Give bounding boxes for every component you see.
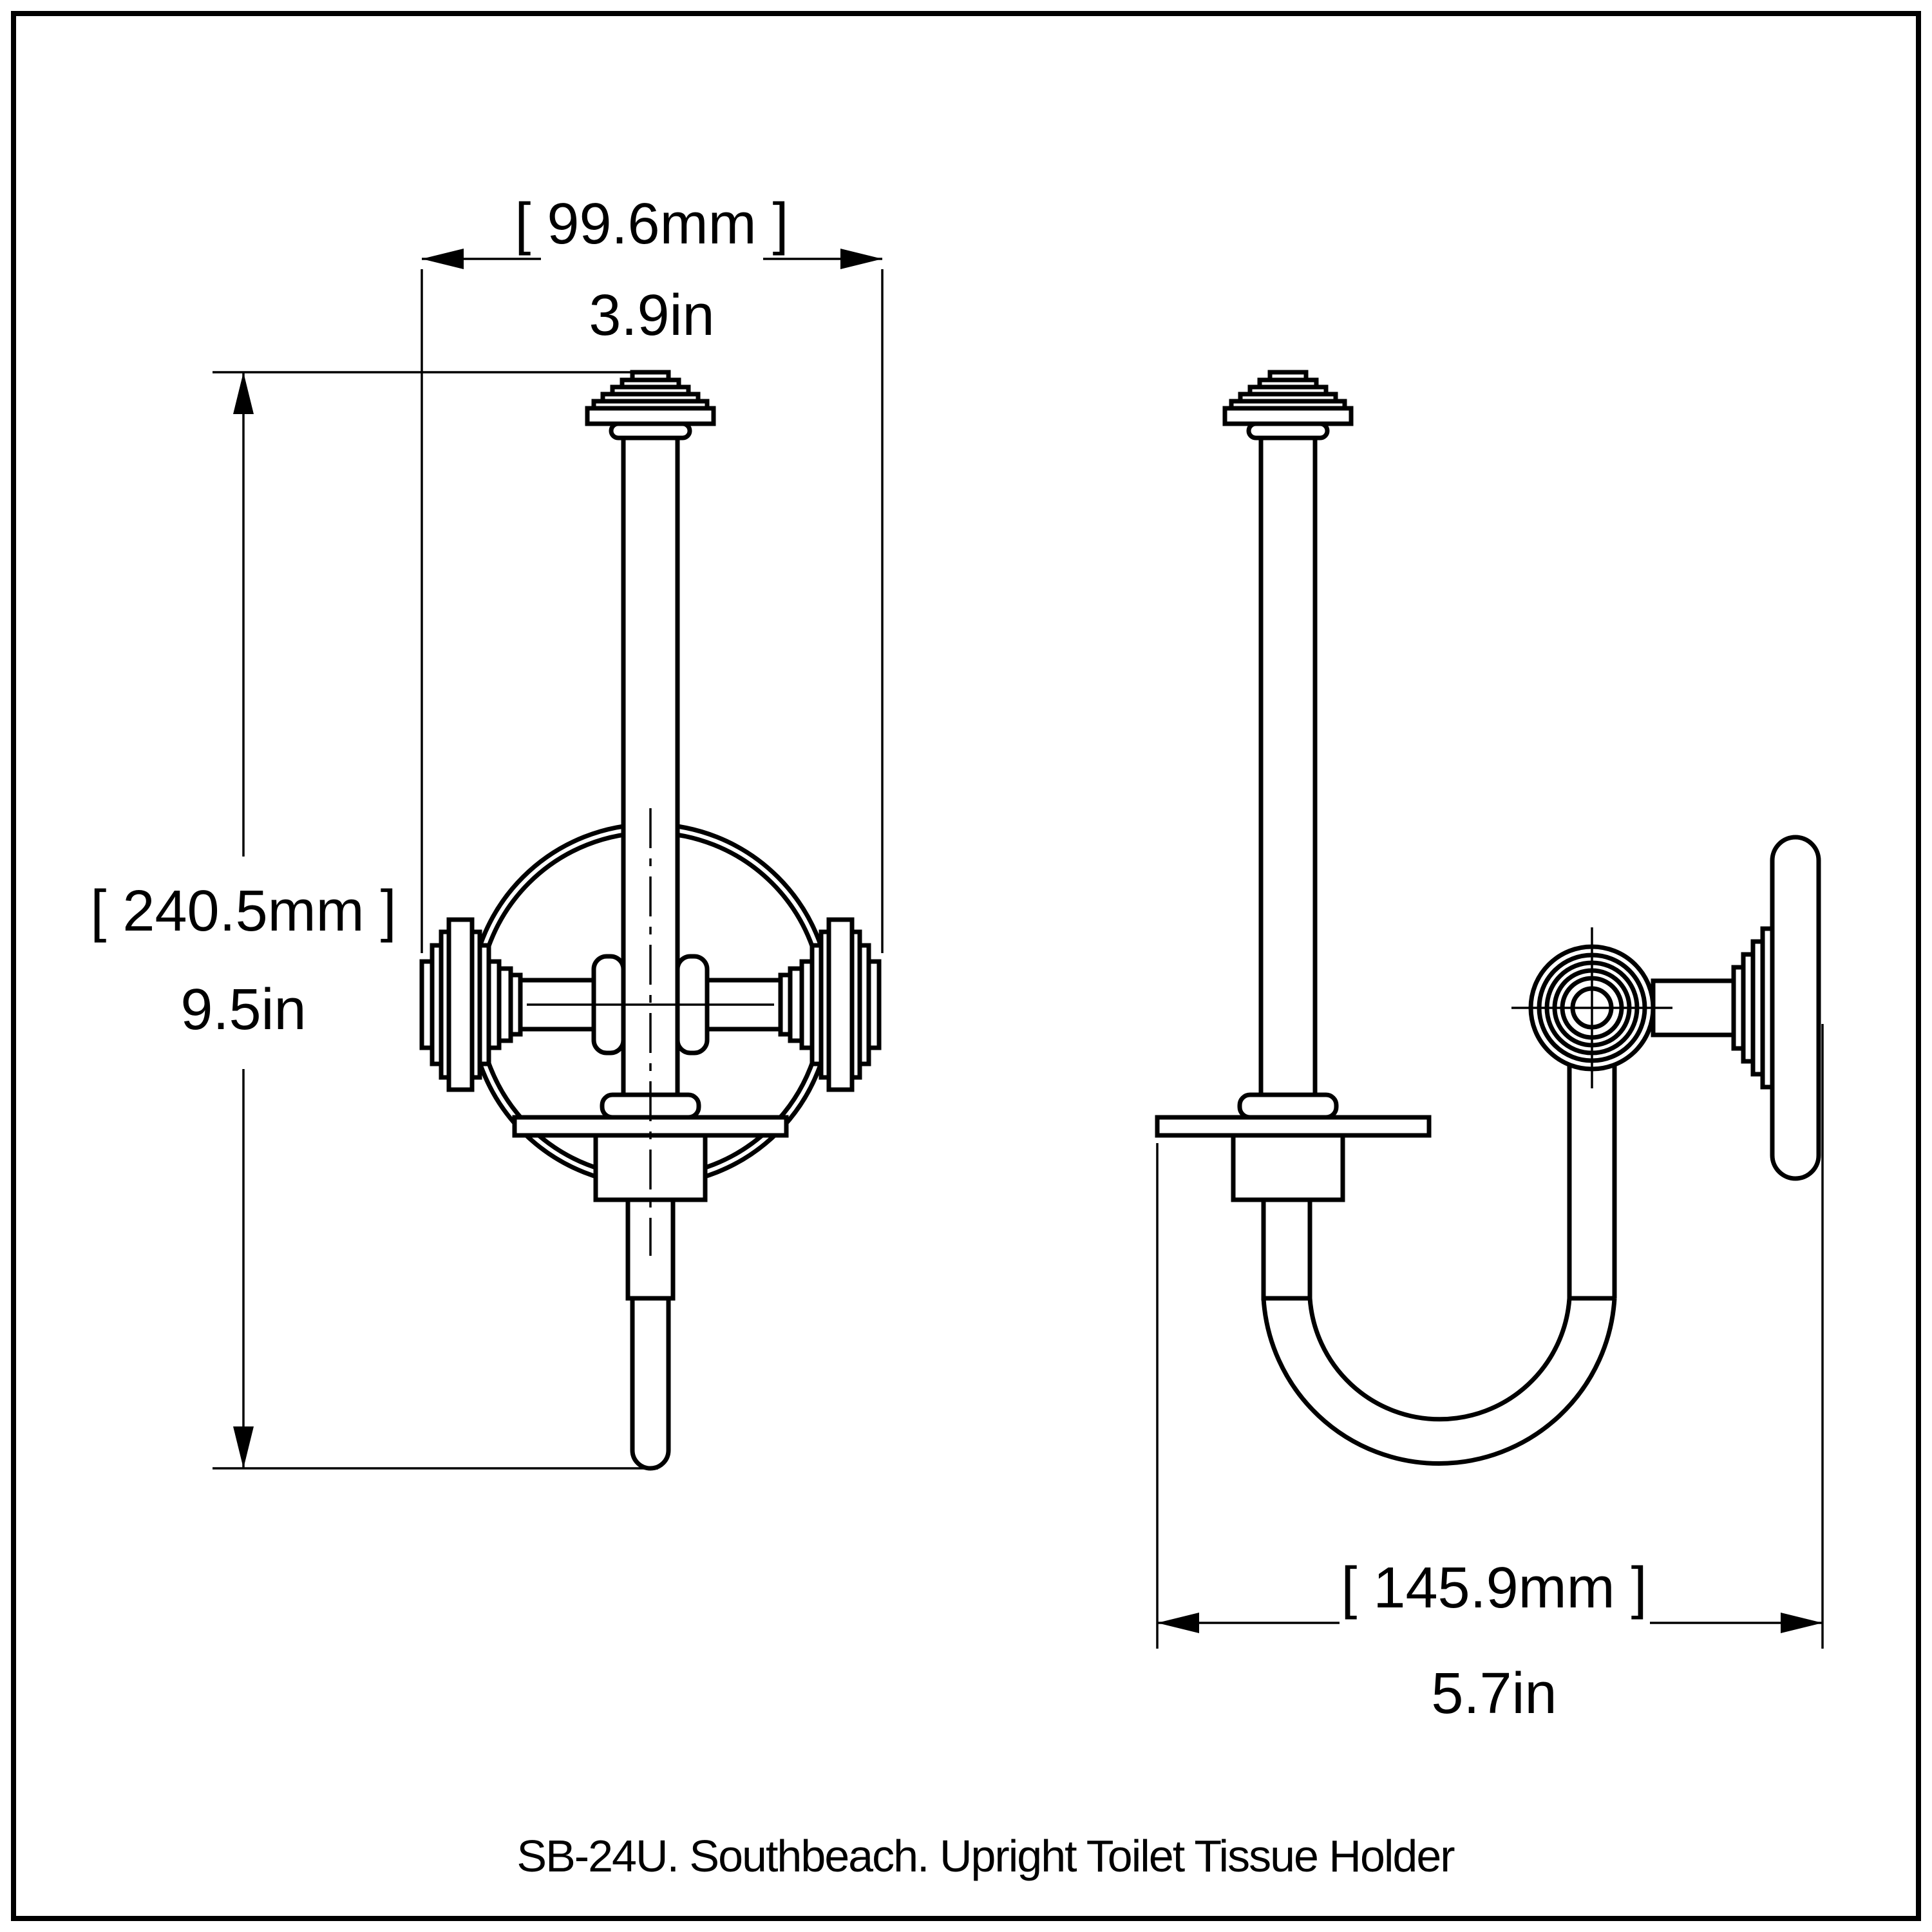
side-spindle-post [1258,435,1318,1097]
front-arm-rounded-tip [630,1298,671,1471]
side-view [1155,370,1821,1466]
front-view [419,370,882,1471]
height-arrow-down [233,1426,254,1468]
side-ubend-inner-arc [1307,1298,1572,1422]
front-left-sleeve-step [508,972,523,1037]
height-metric-label: [ 240.5mm ] [90,879,396,943]
drawing-border [11,11,1921,1921]
height-dimension: [ 240.5mm ] 9.5in [90,371,658,1470]
side-wall-plate [1770,835,1821,1181]
projection-dimension: [ 145.9mm ] 5.7in [1156,1024,1824,1726]
side-rear-arm-leg [1567,1063,1617,1298]
side-front-arm-leg [1261,1197,1312,1301]
caption: SB-24U. Southbeach. Upright Toilet Tissu… [516,1831,1455,1881]
width-metric-label: [ 99.6mm ] [515,192,788,256]
side-ubend-outer-arc [1261,1298,1617,1466]
width-dimension: [ 99.6mm ] 3.9in [421,192,884,953]
side-washer [1237,1092,1339,1120]
width-arrow-left [422,249,464,269]
front-right-waffle-knob [799,917,882,1092]
side-mount-steps [1731,926,1775,1090]
height-imperial-label: 9.5in [180,978,306,1042]
height-arrow-up [233,372,254,414]
side-roll-platter [1155,1115,1432,1138]
side-waffle-knob-bullseye [1511,927,1672,1088]
width-imperial-label: 3.9in [589,283,714,348]
projection-imperial-label: 5.7in [1431,1662,1557,1726]
front-finial-cap [585,370,716,440]
projection-metric-label: [ 145.9mm ] [1341,1556,1647,1620]
side-hub-block [1231,1133,1345,1202]
side-finial-cap [1222,370,1354,440]
front-left-waffle-knob [419,917,502,1092]
projection-arrow-left [1157,1613,1199,1633]
width-arrow-right [840,249,882,269]
projection-arrow-right [1781,1613,1823,1633]
